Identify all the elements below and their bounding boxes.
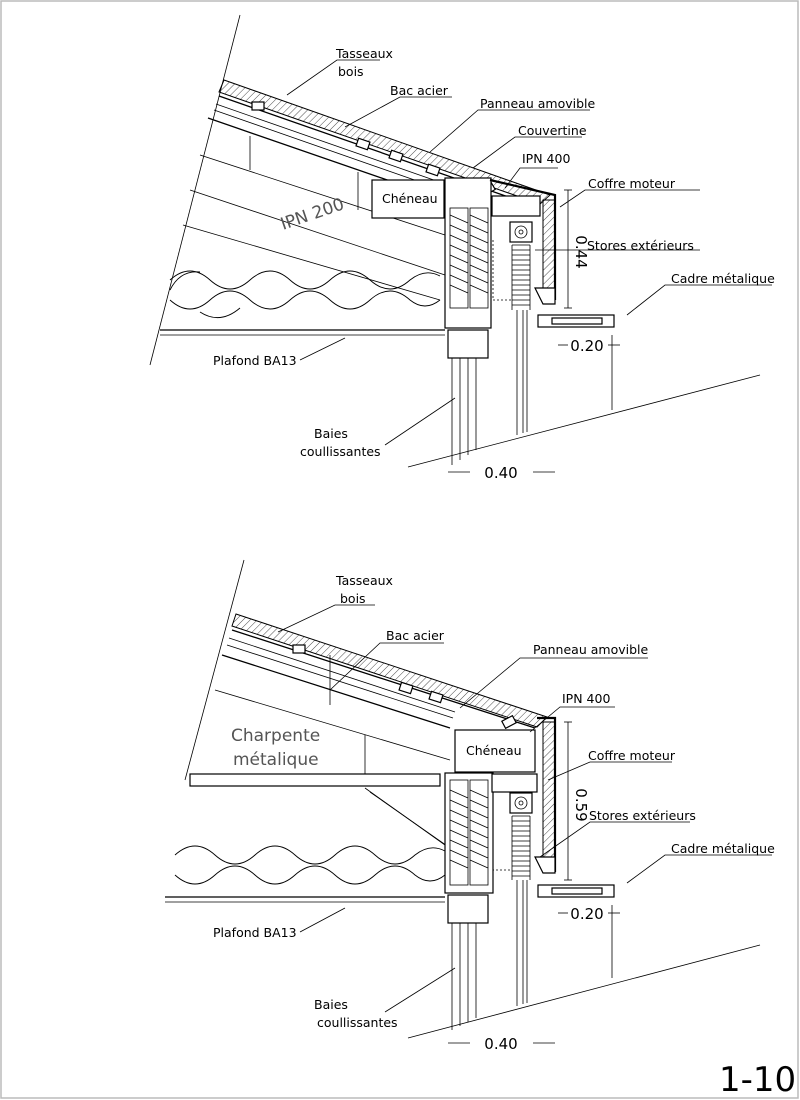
label-bois-1: bois xyxy=(338,64,364,79)
label-bois-2: bois xyxy=(340,591,366,606)
cut-line xyxy=(184,559,245,781)
leaders-1 xyxy=(286,59,772,446)
insulation xyxy=(169,270,441,318)
insulation xyxy=(174,845,446,885)
label-bac-acier-1: Bac acier xyxy=(390,83,449,98)
label-bac-acier-2: Bac acier xyxy=(386,628,445,643)
leaders-2 xyxy=(277,604,772,1013)
dim-width-1: 0.40 xyxy=(484,464,517,482)
label-coffre-moteur-2: Coffre moteur xyxy=(588,748,676,763)
dim-depth-2: 0.20 xyxy=(570,905,603,923)
detail-1: 0.44 0.20 0.40 Tasseaux bois Bac acier P xyxy=(149,14,775,482)
label-cheneau-2: Chéneau xyxy=(466,743,522,758)
roof-build-up xyxy=(213,79,551,209)
label-structure-2a: Charpente xyxy=(231,726,320,746)
dim-width-2: 0.40 xyxy=(484,1035,517,1053)
label-structure-1: IPN 200 xyxy=(278,194,347,234)
motor-box-blind xyxy=(492,792,533,1006)
label-coullissantes-2: coullissantes xyxy=(317,1015,398,1030)
ceiling-ba13 xyxy=(165,896,445,903)
gutter xyxy=(371,179,445,219)
dim-depth-1: 0.20 xyxy=(570,337,603,355)
dimensions-1: 0.44 0.20 0.40 xyxy=(448,189,620,482)
label-cheneau-1: Chéneau xyxy=(382,191,438,206)
roof-build-up xyxy=(226,613,548,730)
label-baies-1: Baies xyxy=(314,426,348,441)
ipn-400-fascia xyxy=(491,716,557,874)
label-cadre-metalique-2: Cadre métalique xyxy=(671,841,775,856)
label-plafond-2: Plafond BA13 xyxy=(213,925,297,940)
metal-structure xyxy=(189,654,451,849)
label-baies-2: Baies xyxy=(314,997,348,1012)
gutter xyxy=(454,729,536,773)
label-stores-exterieurs-1: Stores extérieurs xyxy=(587,238,694,253)
page-number: 1-10 xyxy=(719,1060,796,1100)
dim-height-2: 0.59 xyxy=(572,788,590,821)
label-structure-2b: métalique xyxy=(233,750,319,770)
ceiling-ba13 xyxy=(160,329,445,336)
label-ipn-400-2: IPN 400 xyxy=(562,691,610,706)
motor-box-blind xyxy=(492,221,533,435)
label-tasseaux-2: Tasseaux xyxy=(335,573,393,588)
cut-line xyxy=(149,14,241,366)
label-panneau-amovible-2: Panneau amovible xyxy=(533,642,648,657)
label-stores-exterieurs-2: Stores extérieurs xyxy=(589,808,696,823)
label-couvertine-1: Couvertine xyxy=(518,123,587,138)
sliding-bay-frame xyxy=(444,772,494,1030)
sliding-bay-frame xyxy=(444,177,492,465)
label-ipn-400-1: IPN 400 xyxy=(522,151,570,166)
label-coffre-moteur-1: Coffre moteur xyxy=(588,176,676,191)
label-coullissantes-1: coullissantes xyxy=(300,444,381,459)
label-panneau-amovible-1: Panneau amovible xyxy=(480,96,595,111)
dim-height-1: 0.44 xyxy=(572,235,590,268)
dimensions-2: 0.59 0.20 0.40 xyxy=(448,721,620,1053)
detail-2: 0.59 0.20 0.40 Tasseaux bois Bac acier P… xyxy=(165,559,775,1053)
label-cadre-metalique-1: Cadre métalique xyxy=(671,271,775,286)
ipn-400-fascia xyxy=(489,178,557,305)
label-tasseaux-1: Tasseaux xyxy=(335,46,393,61)
label-plafond-1: Plafond BA13 xyxy=(213,353,297,368)
